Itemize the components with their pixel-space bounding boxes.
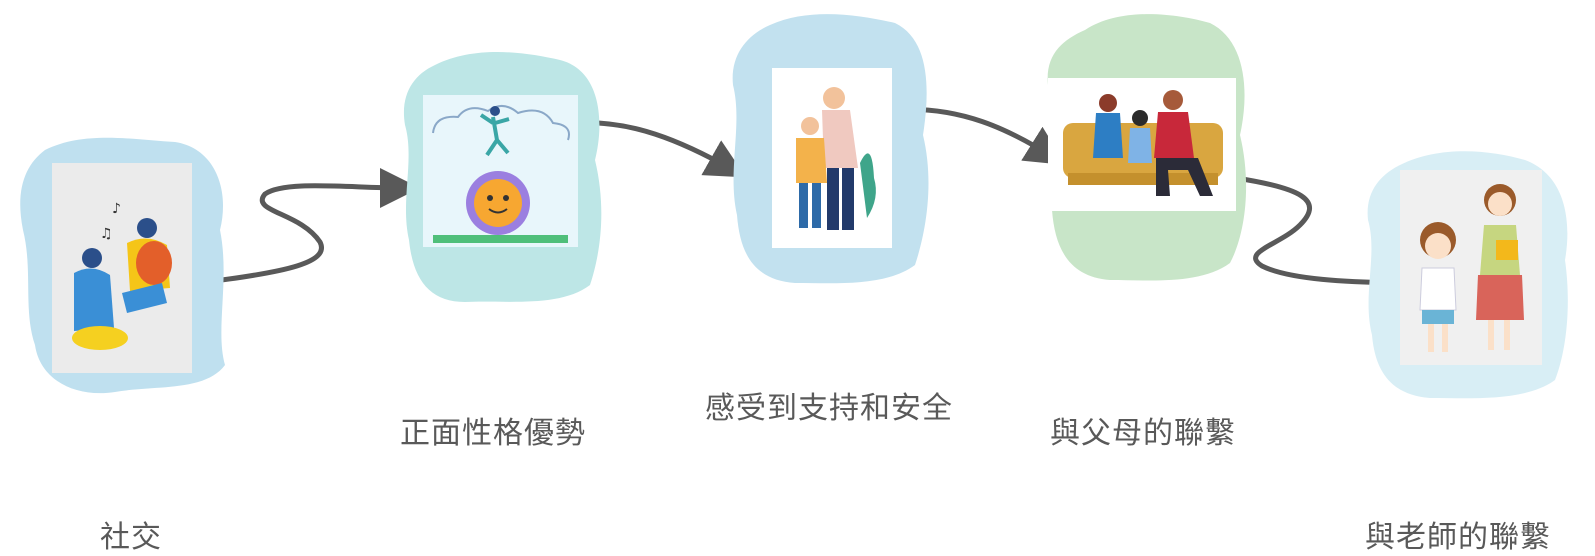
step-2-card (423, 95, 578, 247)
happy-gear-jumping-person-icon (432, 105, 570, 243)
arrow-4-to-5 (1235, 175, 1412, 303)
step-1-label: 社交 (100, 520, 162, 555)
teacher-and-student-icon (1419, 184, 1524, 352)
step-5-label: 與老師的聯繫 (1365, 520, 1551, 555)
family-on-sofa-icon (1063, 90, 1223, 196)
step-4-label: 與父母的聯繫 (1050, 416, 1236, 451)
step-2-label: 正面性格優勢 (400, 416, 586, 451)
svg-text:♪: ♪ (112, 201, 121, 217)
step-3-card (772, 68, 892, 248)
step-1-card: ♪ ♫ (52, 163, 192, 373)
step-3-label: 感受到支持和安全 (705, 391, 953, 426)
father-and-son-icon (796, 87, 876, 230)
two-people-playing-guitar-icon: ♪ ♫ (72, 201, 172, 350)
svg-text:♫: ♫ (100, 226, 113, 242)
step-4-card (1048, 78, 1236, 211)
arrow-1-to-2 (197, 167, 420, 286)
step-5-card (1400, 170, 1542, 365)
